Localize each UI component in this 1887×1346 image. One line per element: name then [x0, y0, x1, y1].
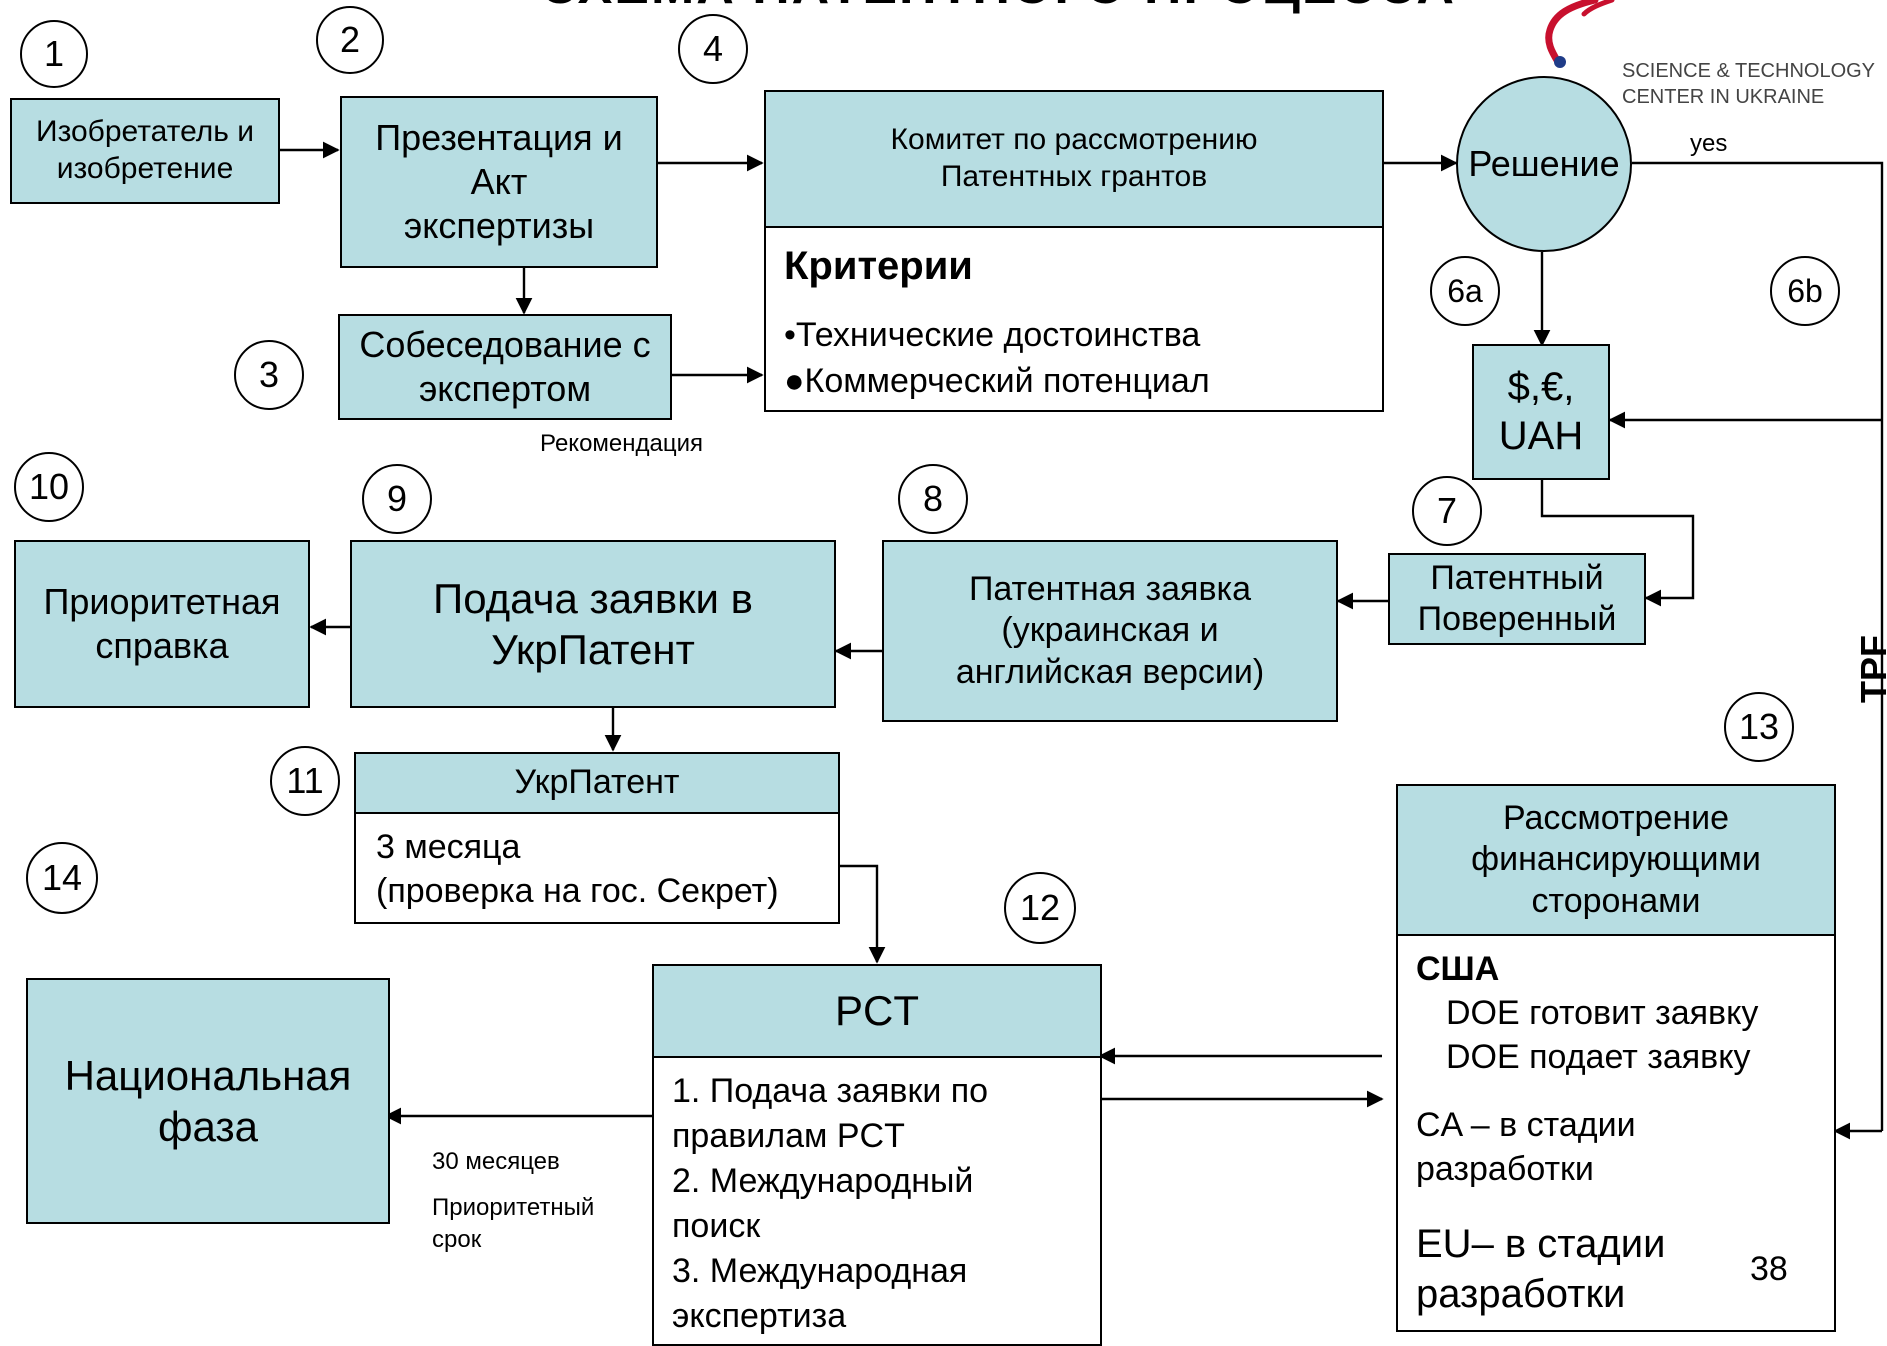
step-8-badge: 8 — [898, 464, 968, 534]
pct-line5: 3. Международная — [672, 1252, 968, 1290]
presentation-line3: экспертизы — [403, 204, 595, 246]
decision-node: Решение — [1456, 76, 1632, 252]
step-11-badge: 11 — [270, 746, 340, 816]
step-10-badge: 10 — [14, 452, 84, 522]
national-phase-box: Национальная фаза — [26, 978, 390, 1224]
funding-currencies: $,€, — [1507, 365, 1575, 410]
step-14-badge: 14 — [26, 842, 98, 914]
funders-usa-item1: DOE готовит заявку — [1446, 994, 1759, 1032]
page-number: 38 — [1750, 1250, 1788, 1288]
priority-term-line1: Приоритетный — [432, 1194, 595, 1221]
priority-term-line2: срок — [432, 1226, 482, 1253]
priority-line2: справка — [95, 625, 229, 666]
ukrpatent-body: 3 месяца (проверка на гос. Секрет) — [354, 812, 840, 924]
step-12-badge: 12 — [1004, 872, 1076, 944]
stcu-logo: SCIENCE & TECHNOLOGY CENTER IN UKRAINE — [1500, 0, 1887, 110]
inventor-box: Изобретатель и изобретение — [10, 98, 280, 204]
funders-body: США DOE готовит заявку DOE подает заявку… — [1396, 934, 1836, 1332]
pct-line4: поиск — [672, 1207, 761, 1245]
committee-line2: Патентных грантов — [940, 160, 1208, 193]
funders-header: Рассмотрение финансирующими сторонами — [1396, 784, 1836, 936]
application-line2: (украинская и — [1001, 611, 1219, 650]
step-7-badge: 7 — [1412, 476, 1482, 546]
filing-line2: УкрПатент — [491, 626, 695, 673]
national-line1: Национальная — [64, 1051, 352, 1099]
pct-body: 1. Подача заявки по правилам PCT 2. Межд… — [652, 1056, 1102, 1346]
funders-ca-line1: CA – в стадии — [1416, 1106, 1636, 1144]
filing-line1: Подача заявки в — [433, 574, 753, 622]
logo-text-line2: CENTER IN UKRAINE — [1622, 86, 1825, 108]
funders-eu-line2: разработки — [1416, 1272, 1626, 1316]
arrow-ukrpatent-to-pct — [840, 864, 886, 964]
pct-line2: правилам PCT — [672, 1117, 905, 1155]
arrow-money-to-attorney — [1540, 480, 1695, 607]
step-4-badge: 4 — [678, 14, 748, 84]
ukrpatent-header: УкрПатент — [354, 752, 840, 814]
tpf-label: TPF — [1853, 635, 1887, 703]
interview-line2: экспертом — [418, 368, 592, 409]
funding-uah: UAH — [1498, 414, 1584, 458]
interview-box: Собеседование с экспертом — [338, 314, 672, 420]
presentation-line1: Презентация и — [375, 117, 623, 159]
funders-header-line3: сторонами — [1531, 881, 1701, 920]
page-title: СХЕМА ПАТЕНТНОГО ПРОЦЕССА — [540, 0, 1456, 16]
patent-attorney-box: Патентный Поверенный — [1388, 553, 1646, 645]
national-line2: фаза — [157, 1103, 259, 1150]
pct-line1: 1. Подача заявки по — [672, 1072, 989, 1110]
patent-application-box: Патентная заявка (украинская и английска… — [882, 540, 1338, 722]
recommendation-label: Рекомендация — [540, 430, 704, 457]
funders-header-line2: финансирующими — [1471, 840, 1761, 879]
funders-eu-line1: EU– в стадии — [1416, 1222, 1666, 1266]
months-30-label: 30 месяцев — [432, 1148, 560, 1175]
priority-line1: Приоритетная — [43, 581, 281, 623]
funders-usa-item2: DOE подает заявку — [1446, 1038, 1751, 1076]
step-13-badge: 13 — [1724, 692, 1794, 762]
application-line1: Патентная заявка — [968, 569, 1252, 608]
step-9-badge: 9 — [362, 464, 432, 534]
committee-line1: Комитет по рассмотрению — [890, 123, 1258, 157]
funders-header-line1: Рассмотрение — [1502, 798, 1730, 837]
attorney-line1: Патентный — [1430, 558, 1604, 597]
presentation-box: Презентация и Акт экспертизы — [340, 96, 658, 268]
logo-swirl-icon — [1545, 0, 1615, 68]
criteria-item-commercial: ●Коммерческий потенциал — [784, 362, 1210, 400]
ukrpatent-body-line1: 3 месяца — [376, 828, 521, 866]
criteria-item-technical: •Технические достоинства — [784, 316, 1201, 354]
funders-usa-heading: США — [1416, 950, 1500, 988]
inventor-line2: изобретение — [56, 152, 234, 185]
interview-line1: Собеседование с — [359, 324, 651, 366]
step-2-badge: 2 — [316, 6, 384, 74]
step-3-badge: 3 — [234, 340, 304, 410]
criteria-heading: Критерии — [784, 244, 973, 288]
funders-ca-line2: разработки — [1416, 1150, 1594, 1188]
funding-box: $,€, UAH — [1472, 344, 1610, 480]
presentation-line2: Акт — [470, 161, 528, 203]
criteria-box: Критерии •Технические достоинства ●Комме… — [764, 226, 1384, 412]
committee-box: Комитет по рассмотрению Патентных гранто… — [764, 90, 1384, 228]
application-line3: английская версии) — [955, 652, 1265, 691]
logo-text-line1: SCIENCE & TECHNOLOGY — [1622, 60, 1876, 82]
step-1-badge: 1 — [20, 20, 88, 88]
step-6a-badge: 6a — [1430, 256, 1500, 326]
attorney-line2: Поверенный — [1417, 600, 1617, 638]
line-yes-to-tpf — [1632, 161, 1884, 1131]
pct-header-label: PCT — [835, 987, 919, 1035]
priority-certificate-box: Приоритетная справка — [14, 540, 310, 708]
decision-label: Решение — [1468, 143, 1620, 185]
yes-label: yes — [1690, 130, 1728, 157]
pct-line6: экспертиза — [672, 1297, 847, 1335]
pct-header: PCT — [652, 964, 1102, 1058]
ukrpatent-body-line2: (проверка на гос. Секрет) — [376, 872, 779, 910]
ukrpatent-filing-box: Подача заявки в УкрПатент — [350, 540, 836, 708]
ukrpatent-header-label: УкрПатент — [514, 763, 680, 802]
pct-line3: 2. Международный — [672, 1162, 974, 1200]
step-6b-badge: 6b — [1770, 256, 1840, 326]
inventor-line1: Изобретатель и — [36, 115, 254, 149]
